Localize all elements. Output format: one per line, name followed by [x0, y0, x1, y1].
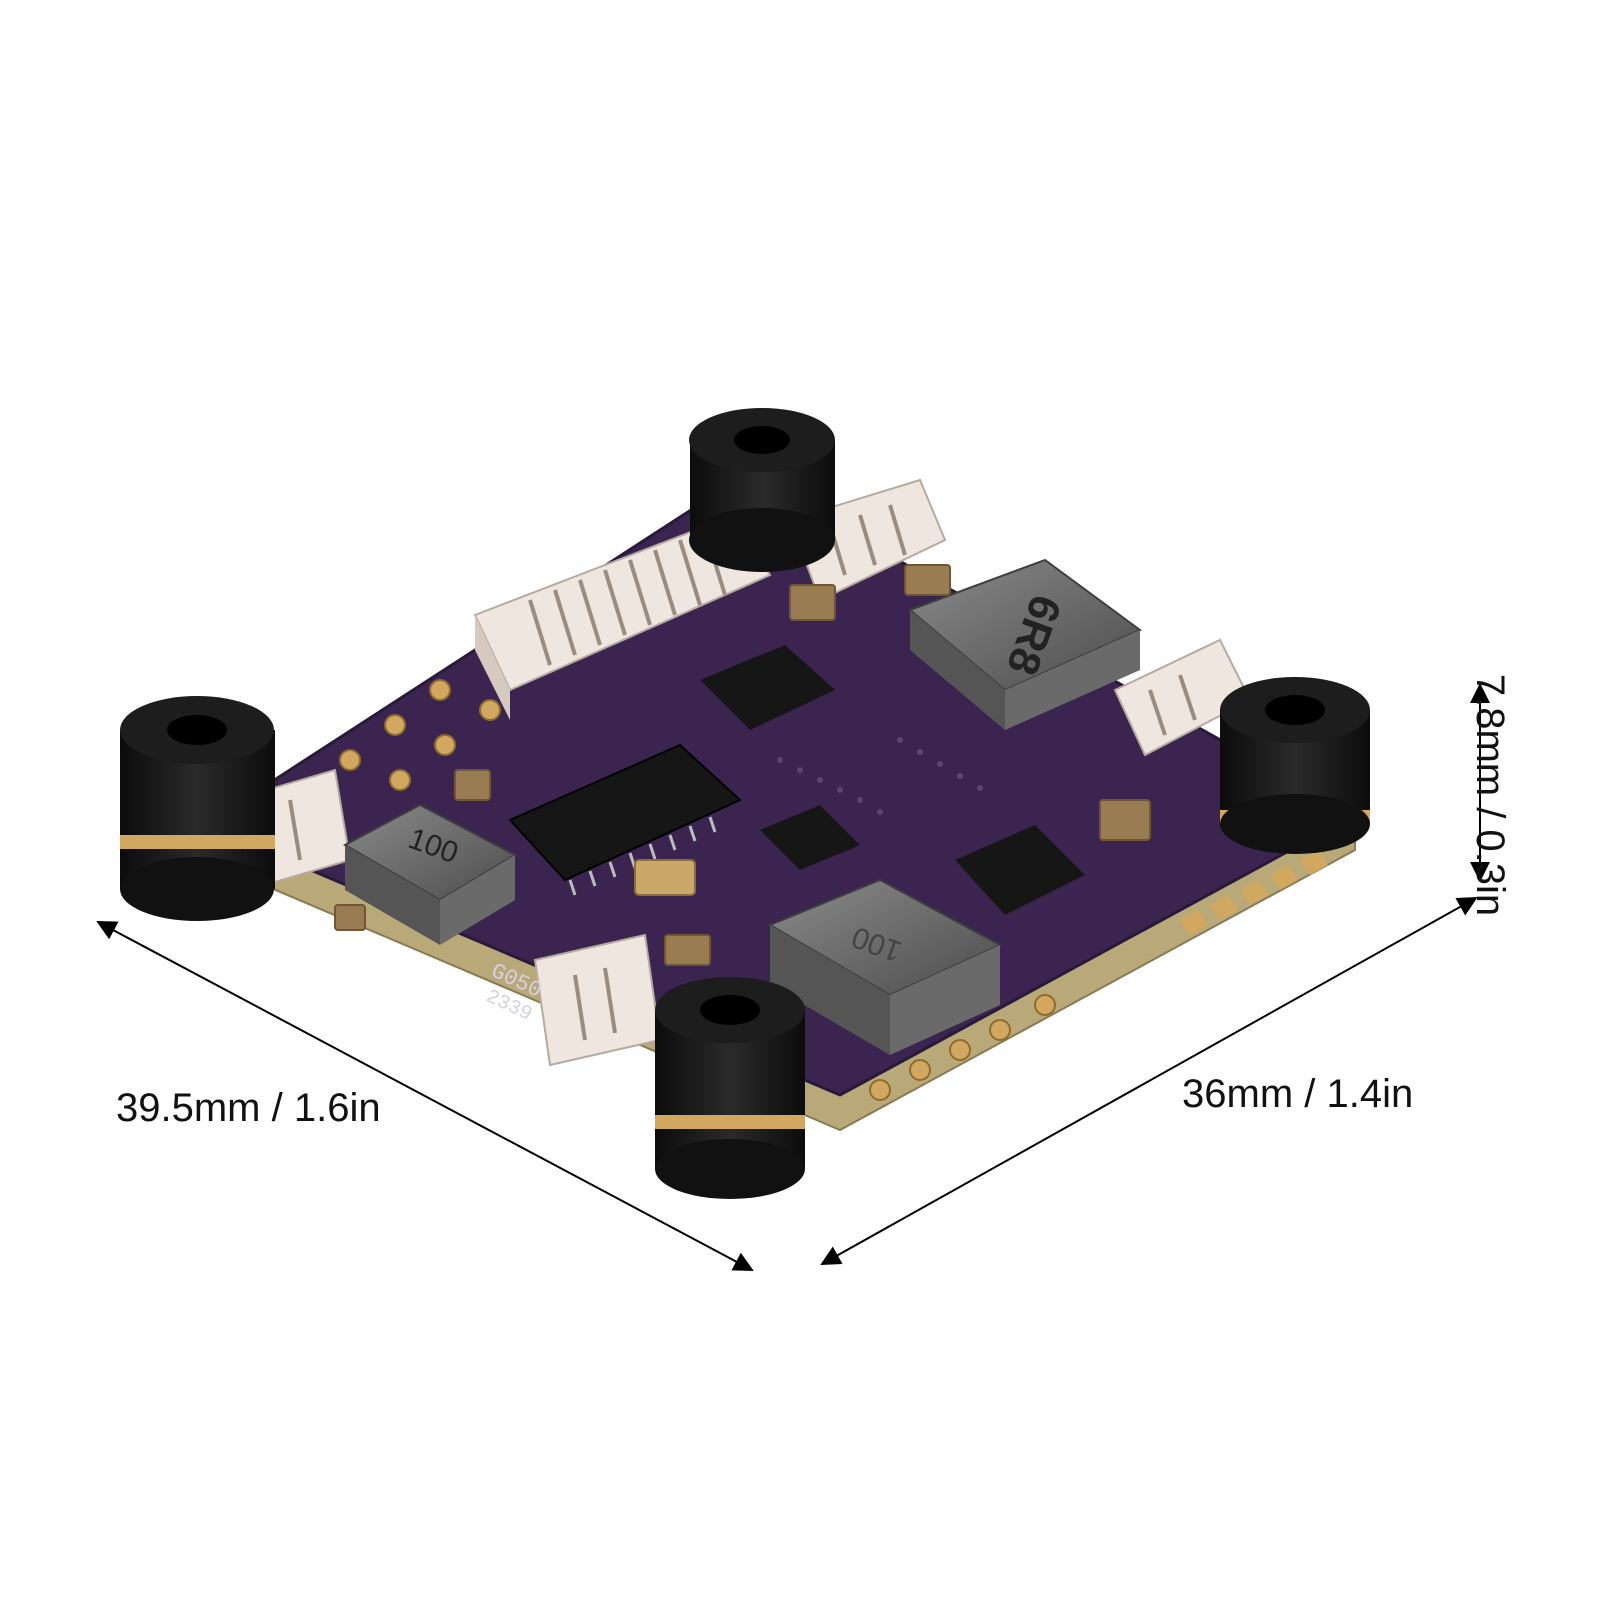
chip-main — [508, 743, 742, 896]
via-pattern — [777, 737, 983, 815]
depth-dimension-label: 36mm / 1.4in — [1182, 1072, 1414, 1116]
chip-top — [700, 645, 835, 730]
chip-right — [955, 825, 1085, 915]
width-dimension-label: 39.5mm / 1.6in — [116, 1086, 381, 1130]
inductor-large: 6R8 — [908, 558, 1142, 730]
grommet-top — [689, 408, 835, 572]
grommet-right — [1220, 677, 1370, 854]
chip-center — [760, 805, 860, 870]
depth-dimension-arrow — [820, 897, 1478, 1265]
height-dimension-label: 7.8mm / 0.3in — [1468, 673, 1512, 917]
width-dimension-arrow — [96, 921, 754, 1271]
grommet-bottom — [655, 977, 805, 1199]
inductor-left: 100 — [342, 803, 518, 945]
grommet-left — [120, 696, 275, 921]
crystal — [634, 859, 696, 896]
connector-large — [473, 513, 772, 720]
